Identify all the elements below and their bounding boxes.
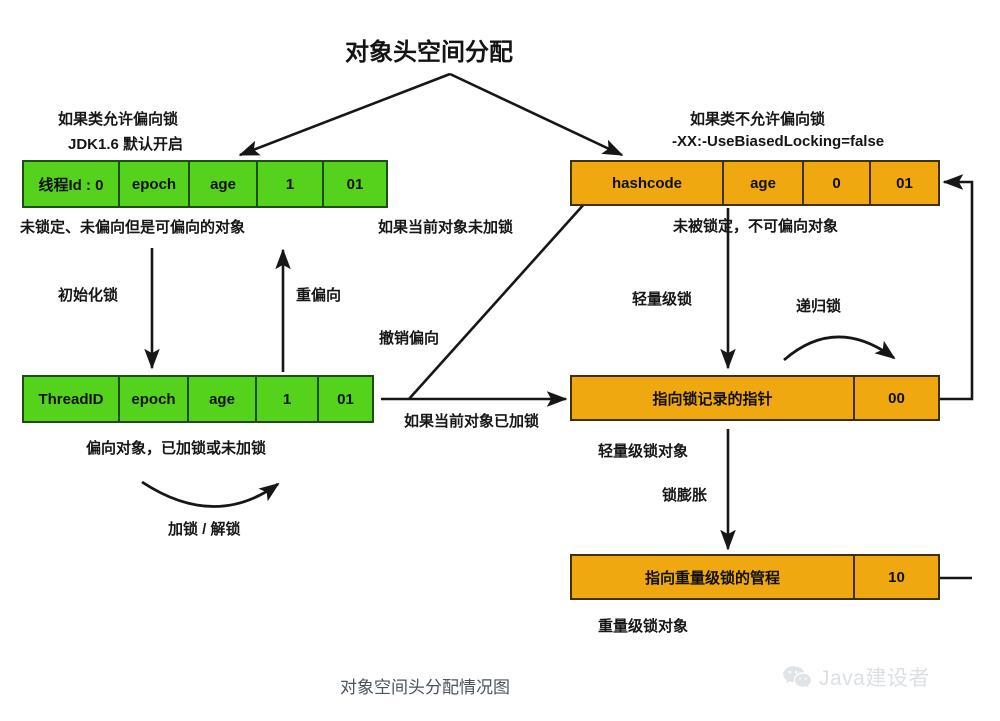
header-cell-biased-flag: 1 xyxy=(258,162,324,206)
header-cell-thread-id: 线程Id : 0 xyxy=(24,162,120,206)
header-box-lightweight-lock: 指向锁记录的指针 00 xyxy=(570,375,940,421)
wechat-icon xyxy=(782,665,812,689)
header-cell-epoch: epoch xyxy=(120,162,190,206)
left-branch-heading-line1: 如果类允许偏向锁 xyxy=(58,111,179,128)
header-cell-age-2: age xyxy=(189,377,257,421)
header-cell-lock-bits-4: 00 xyxy=(888,389,905,407)
header-cell-biased-flag-3: 0 xyxy=(804,162,871,204)
header-cell-lock-bits: 01 xyxy=(346,175,364,193)
figure-caption: 对象空间头分配情况图 xyxy=(340,678,510,697)
edge-label-rebias: 重偏向 xyxy=(296,287,342,304)
edge-label-lock-unlock: 加锁 / 解锁 xyxy=(168,521,241,538)
page-title: 对象头空间分配 xyxy=(345,39,513,66)
caption-lightweight-lock: 轻量级锁对象 xyxy=(598,443,689,460)
arrow-title-to-left xyxy=(238,72,451,157)
right-branch-heading-line2: -XX:-UseBiasedLocking=false xyxy=(672,133,885,150)
caption-unlocked-nonbiasable: 未被锁定，不可偏向对象 xyxy=(673,218,839,235)
header-cell-biased-flag-2: 1 xyxy=(257,377,319,421)
edge-label-lock-inflation: 锁膨胀 xyxy=(662,487,708,504)
header-cell-monitor-pointer: 指向重量级锁的管程 xyxy=(572,556,855,598)
edge-label-recursive-lock: 递归锁 xyxy=(796,298,842,315)
header-cell-lock-bits-3: 01 xyxy=(896,174,913,192)
header-cell-lock-bits-2: 01 xyxy=(337,390,354,408)
header-cell-threadid: ThreadID xyxy=(24,377,120,421)
right-branch-heading-line1: 如果类不允许偏向锁 xyxy=(690,111,826,128)
header-box-biasable-unlocked: 线程Id : 0 epoch age 1 01 xyxy=(22,160,388,208)
edge-label-lightweight-lock: 轻量级锁 xyxy=(632,291,693,308)
edge-label-init-lock: 初始化锁 xyxy=(58,287,119,304)
header-cell-age: age xyxy=(190,162,258,206)
caption-biasable-unlocked: 未锁定、未偏向但是可偏向的对象 xyxy=(20,219,246,236)
caption-heavyweight-lock: 重量级锁对象 xyxy=(598,618,689,635)
arrow-title-to-right xyxy=(449,72,624,157)
header-cell-hashcode: hashcode xyxy=(572,162,724,204)
caption-biased-object: 偏向对象，已加锁或未加锁 xyxy=(86,440,267,457)
header-cell-lock-record-pointer: 指向锁记录的指针 xyxy=(572,377,855,419)
watermark: Java建设者 xyxy=(782,662,930,692)
edge-label-if-locked: 如果当前对象已加锁 xyxy=(404,413,540,430)
header-box-unlocked-nonbiasable: hashcode age 0 01 xyxy=(570,160,940,206)
header-cell-epoch-2: epoch xyxy=(120,377,189,421)
header-cell-lock-bits-5: 10 xyxy=(888,568,905,586)
arrow-lock-unlock xyxy=(141,480,280,508)
header-box-heavyweight-lock: 指向重量级锁的管程 10 xyxy=(570,554,940,600)
edge-label-if-unlocked: 如果当前对象未加锁 xyxy=(378,219,514,236)
arrow-revoke-bias-unlocked xyxy=(408,171,614,400)
watermark-text: Java建设者 xyxy=(819,667,930,690)
edge-label-revoke-bias: 撤销偏向 xyxy=(379,330,440,347)
left-branch-heading-line2: JDK1.6 默认开启 xyxy=(68,136,184,153)
header-cell-age-3: age xyxy=(724,162,804,204)
arrow-return-to-unlocked-a xyxy=(940,174,974,401)
header-box-biased-object: ThreadID epoch age 1 01 xyxy=(22,375,374,423)
arrow-recursive-lock xyxy=(783,335,896,362)
